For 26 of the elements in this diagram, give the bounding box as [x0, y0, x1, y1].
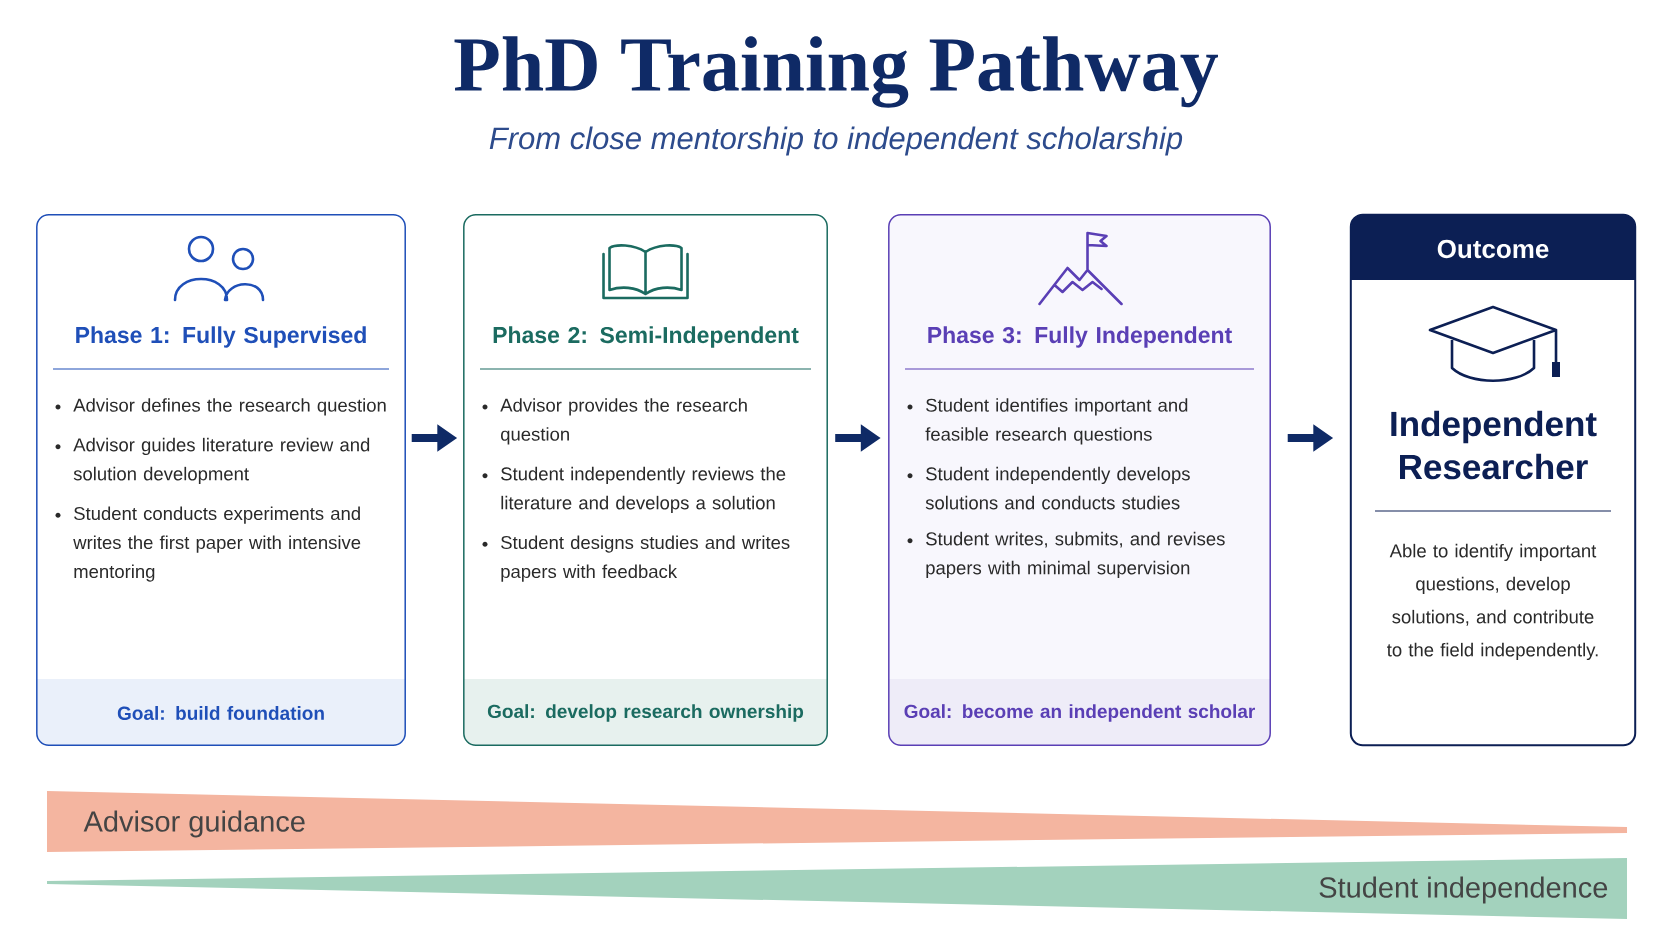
phase-card: [36, 214, 406, 746]
outcome-card: [1349, 213, 1637, 747]
phase-card: [888, 214, 1271, 746]
bullet-text: Advisor defines the research question: [73, 398, 386, 416]
goal-text: Goal: develop research ownership: [487, 704, 804, 722]
subtitle: From close mentorship to independent scholarship: [489, 126, 1183, 156]
card-header: Outcome: [1437, 239, 1549, 259]
goal-text: Goal: become an independent scholar: [904, 704, 1255, 722]
title: PhD Training Pathway: [454, 36, 1218, 108]
bullet-text: Student identifies important and feasible research questions: [925, 398, 1188, 445]
tapering-band: Student independence: [47, 858, 1627, 919]
goal-text: Goal: build foundation: [117, 706, 324, 720]
bullet-text: Student writes, submits, and revises papers with minimal supervision: [926, 531, 1225, 579]
bullet-text: Advisor guides literature review and solution development: [73, 437, 370, 485]
bullet-text: Student designs studies and writes papers with feedback: [501, 535, 790, 582]
bullet-text: Student independently develops solutions and conducts studies: [925, 466, 1190, 510]
tapering-band: Advisor guidance: [47, 791, 1627, 852]
outcome-title: Independent Researcher: [1391, 410, 1597, 480]
card-heading: Phase 2: Semi-Independent: [493, 326, 799, 348]
bullet-text: Student conducts experiments and writes the first paper with intensive mentoring: [73, 506, 361, 582]
bullet-text: Advisor provides the research question: [500, 398, 747, 445]
card-heading: Phase 1: Fully Supervised: [76, 326, 366, 348]
outcome-description: Able to identify important questions, develop solutions, and contribute to the field independently.: [1387, 543, 1598, 661]
phase-card: [463, 214, 828, 746]
card-heading: Phase 3: Fully Independent: [928, 326, 1232, 348]
bullet-text: Student independently reviews the literature and develops a solution: [501, 466, 786, 514]
